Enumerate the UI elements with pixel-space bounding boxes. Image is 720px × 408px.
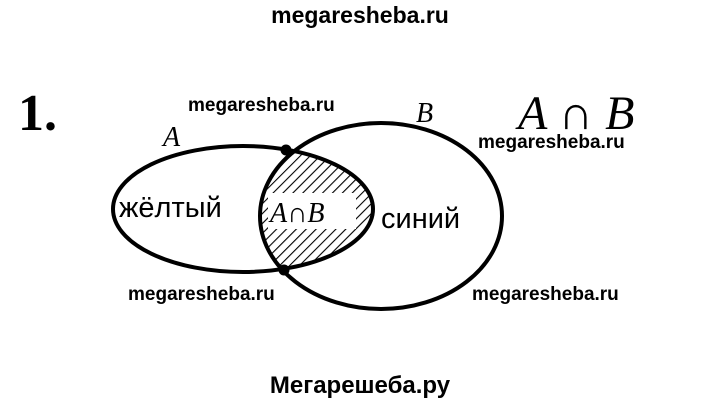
set-b-label: B [416, 98, 433, 129]
set-b-text: синий [381, 203, 460, 235]
item-number: 1. [18, 85, 57, 142]
watermark-bottom: Мегарешеба.ру [269, 372, 451, 399]
set-b-ellipse [258, 121, 504, 311]
intersection-text: A∩B [268, 198, 324, 229]
set-a-ellipse [111, 144, 375, 274]
watermark-upper-right: megaresheba.ru [478, 132, 625, 153]
intersection-point-bottom [278, 264, 290, 276]
watermark-top: megaresheba.ru [271, 2, 449, 28]
set-a-text: жёлтый [119, 192, 222, 224]
watermark-upper-left: megaresheba.ru [188, 95, 335, 116]
watermark-lower-left: megaresheba.ru [128, 284, 275, 305]
watermark-lower-right: megaresheba.ru [472, 284, 619, 305]
intersection-point-top [280, 144, 292, 156]
formula: A ∩ B [515, 87, 634, 140]
intersection-label-plate [268, 193, 356, 229]
set-a-label: A [161, 122, 181, 153]
